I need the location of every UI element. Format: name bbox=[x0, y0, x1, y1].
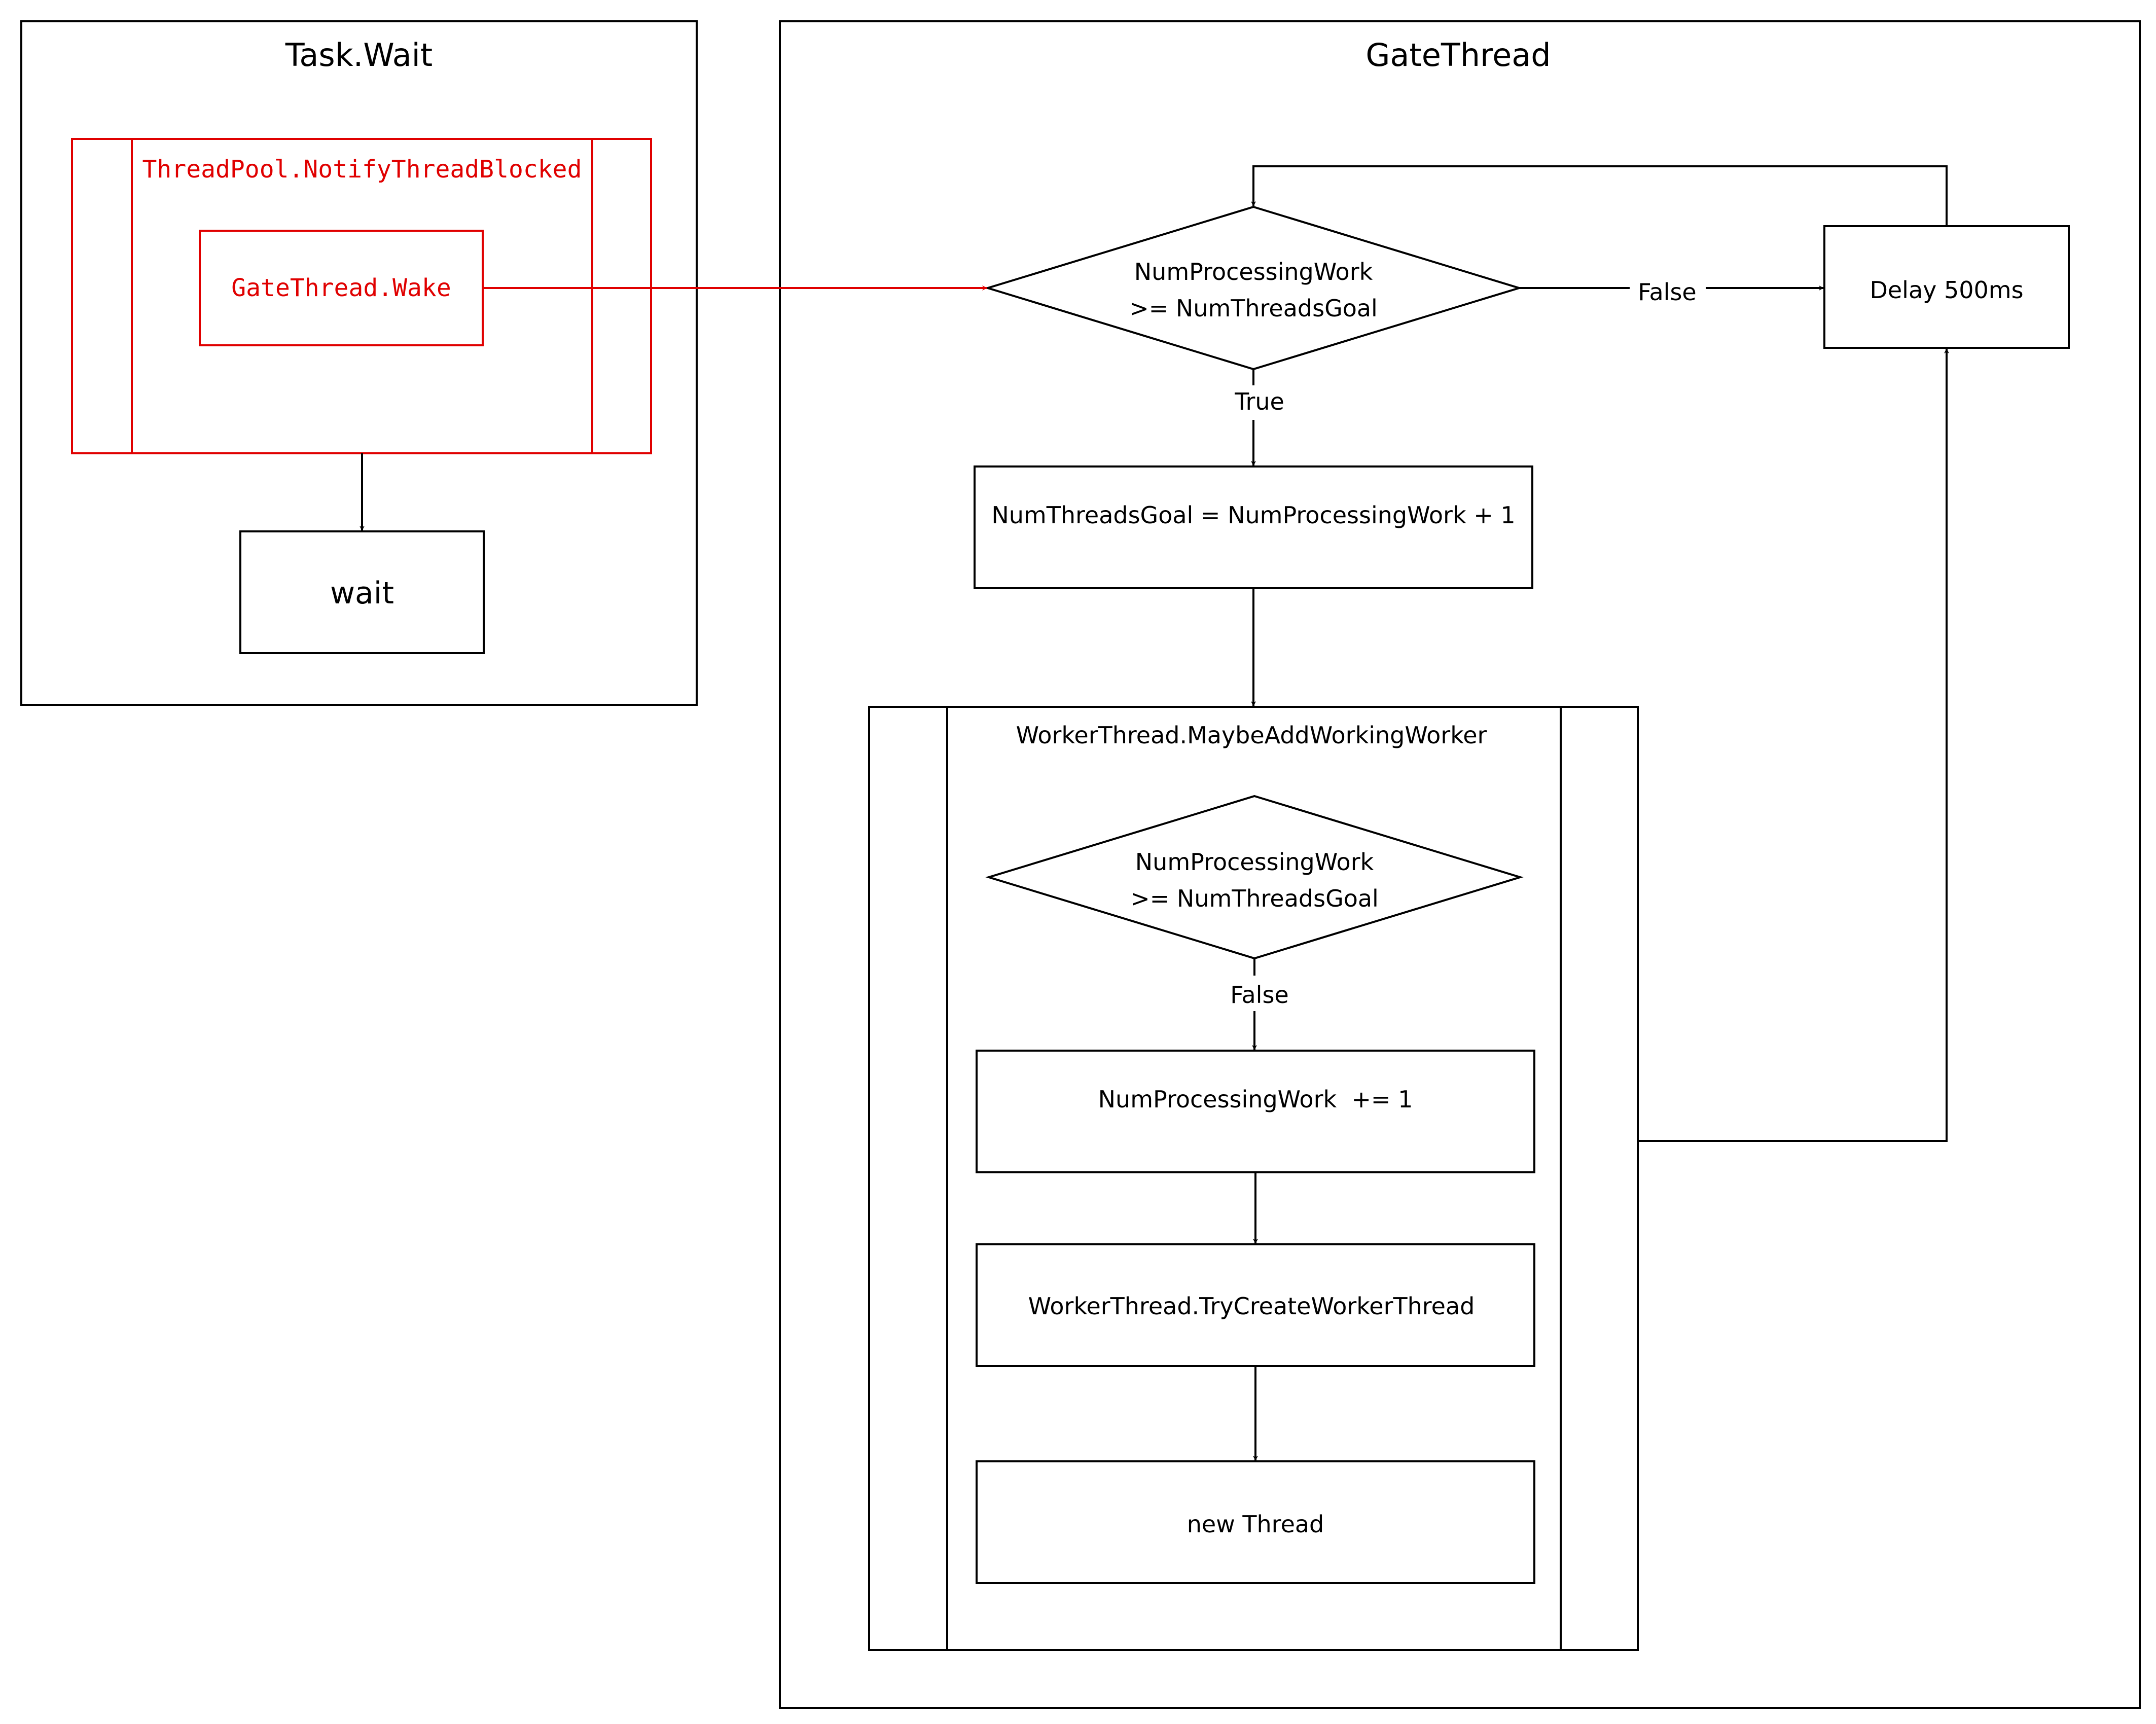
decision-top-diamond bbox=[984, 205, 1523, 371]
new-thread-label: new Thread bbox=[1187, 1511, 1324, 1538]
notify-subprocess-title: ThreadPool.NotifyThreadBlocked bbox=[142, 155, 582, 184]
decision-top-node: NumProcessingWork >= NumThreadsGoal bbox=[984, 205, 1523, 371]
decision-top-line2: >= NumThreadsGoal bbox=[1129, 295, 1378, 322]
increment-label: NumProcessingWork += 1 bbox=[1098, 1086, 1413, 1113]
top-true-label-bg bbox=[1224, 385, 1288, 420]
new-thread-node: new Thread bbox=[976, 1460, 1535, 1584]
top-false-label-bg bbox=[1630, 274, 1706, 306]
decision-inner-diamond bbox=[985, 795, 1524, 960]
maybe-add-worker-subprocess: WorkerThread.MaybeAddWorkingWorker NumPr… bbox=[868, 706, 1639, 1651]
maybe-add-frame bbox=[868, 706, 1639, 1651]
gate-thread-title: GateThread bbox=[1366, 37, 1551, 74]
edge-delay-loop-back bbox=[1251, 165, 1948, 226]
decision-inner-line1: NumProcessingWork bbox=[1135, 848, 1374, 876]
set-goal-node: NumThreadsGoal = NumProcessingWork + 1 bbox=[974, 465, 1533, 589]
set-goal-label: NumThreadsGoal = NumProcessingWork + 1 bbox=[991, 501, 1515, 529]
try-create-label: WorkerThread.TryCreateWorkerThread bbox=[1028, 1292, 1475, 1320]
decision-top-line1: NumProcessingWork bbox=[1134, 258, 1373, 285]
new-thread-box bbox=[976, 1460, 1535, 1584]
task-wait-container: Task.Wait ThreadPool.NotifyThreadBlocked… bbox=[20, 20, 698, 706]
gate-thread-wake-label: GateThread.Wake bbox=[231, 274, 451, 302]
top-true-label: True bbox=[1234, 388, 1284, 415]
top-false-label: False bbox=[1638, 278, 1696, 306]
wait-label: wait bbox=[330, 576, 394, 611]
increment-node: NumProcessingWork += 1 bbox=[976, 1050, 1535, 1173]
task-wait-frame bbox=[20, 20, 698, 706]
gate-thread-container: GateThread NumProcessingWork >= NumThrea… bbox=[779, 20, 2141, 1709]
delay-node: Delay 500ms bbox=[1823, 225, 2070, 349]
decision-inner-line2: >= NumThreadsGoal bbox=[1130, 885, 1379, 912]
notify-thread-blocked-subprocess: ThreadPool.NotifyThreadBlocked bbox=[71, 138, 652, 454]
maybe-add-title: WorkerThread.MaybeAddWorkingWorker bbox=[1016, 722, 1487, 749]
inner-false-label: False bbox=[1230, 981, 1288, 1009]
wait-box bbox=[239, 530, 485, 654]
wait-node: wait bbox=[239, 530, 485, 654]
delay-label: Delay 500ms bbox=[1870, 276, 2023, 304]
inner-false-label-bg bbox=[1219, 976, 1290, 1011]
try-create-node: WorkerThread.TryCreateWorkerThread bbox=[976, 1243, 1535, 1367]
task-wait-title: Task.Wait bbox=[285, 37, 433, 74]
gate-thread-frame bbox=[779, 20, 2141, 1709]
edge-maybe-add-to-delay bbox=[1638, 348, 1949, 1142]
decision-inner-node: NumProcessingWork >= NumThreadsGoal bbox=[985, 795, 1524, 960]
gate-thread-wake-node: GateThread.Wake bbox=[199, 230, 484, 346]
